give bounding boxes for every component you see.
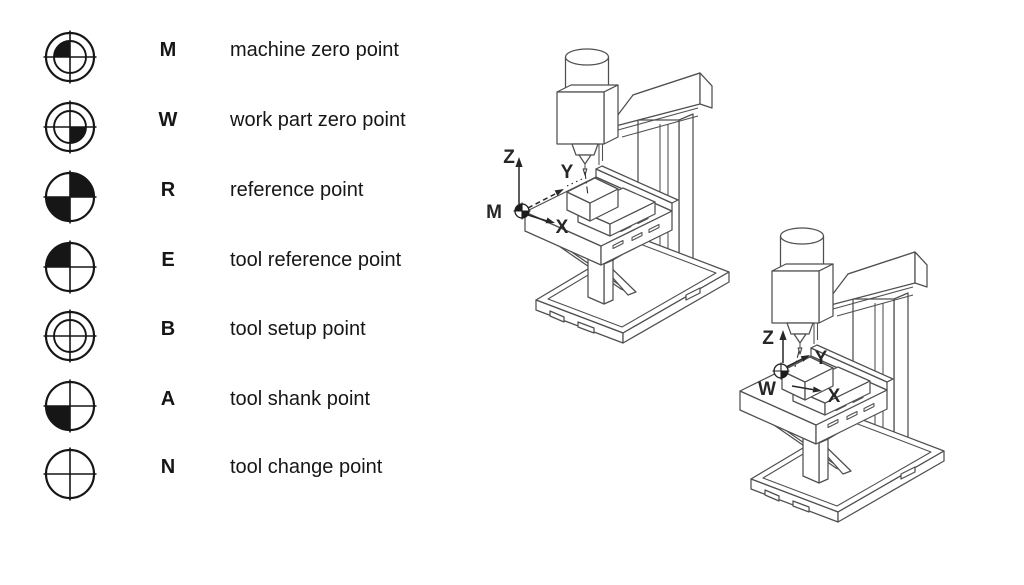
legend-row: E tool reference point	[0, 240, 440, 294]
legend-letter: E	[161, 248, 175, 271]
axis-y-label: Y	[815, 348, 828, 369]
legend-row: W work part zero point	[0, 100, 440, 154]
work-part-zero-symbol-icon	[43, 100, 97, 154]
legend-label: work part zero point	[230, 108, 406, 131]
origin-w-label: W	[758, 379, 776, 400]
machine-drawing	[739, 227, 945, 523]
legend-row: B tool setup point	[0, 309, 440, 363]
tool-setup-symbol-icon	[43, 309, 97, 363]
axis-z-label: Z	[503, 147, 515, 168]
x-arrowhead-icon	[812, 386, 822, 393]
legend-row: R reference point	[0, 170, 440, 224]
legend-row: M machine zero point	[0, 30, 440, 84]
legend-letter: B	[160, 317, 176, 340]
legend-letter: R	[160, 178, 176, 201]
legend-label: reference point	[230, 178, 364, 201]
legend-row: A tool shank point	[0, 379, 440, 433]
milling-machine-workpart-zero-diagram: Z Y X W	[739, 227, 945, 523]
legend-letter: A	[160, 387, 176, 410]
origin-m-label: M	[486, 202, 502, 223]
tool-reference-symbol-icon	[43, 240, 97, 294]
axis-z-label: Z	[762, 328, 774, 349]
axis-y-label: Y	[561, 162, 574, 183]
legend-label: tool change point	[230, 455, 383, 478]
y-arrowhead-icon	[800, 355, 810, 362]
legend-letter: M	[159, 38, 177, 61]
coordinate-axes-workpart-zero: Z Y X W	[758, 328, 841, 407]
legend-letter: W	[158, 108, 178, 131]
y-arrowhead-icon	[554, 189, 564, 196]
milling-machine-machine-zero-diagram: Z Y X M	[486, 48, 730, 344]
z-arrowhead-icon	[515, 157, 523, 167]
axis-x-label: X	[828, 386, 841, 407]
legend-letter: N	[160, 455, 176, 478]
axis-x-label: X	[556, 217, 569, 238]
reference-point-symbol-icon	[43, 170, 97, 224]
z-arrowhead-icon	[779, 330, 787, 340]
coordinate-axes-machine-zero: Z Y X M	[486, 147, 589, 238]
legend-label: tool reference point	[230, 248, 402, 271]
tool-change-symbol-icon	[43, 447, 97, 501]
workpart-zero-origin-icon	[772, 362, 790, 380]
machine-zero-symbol-icon	[43, 30, 97, 84]
legend-label: tool setup point	[230, 317, 366, 340]
machine-drawing	[524, 48, 730, 344]
tool-shank-symbol-icon	[43, 379, 97, 433]
legend-label: machine zero point	[230, 38, 399, 61]
legend-row: N tool change point	[0, 447, 440, 501]
machine-zero-origin-icon	[513, 202, 531, 220]
legend-label: tool shank point	[230, 387, 371, 410]
x-arrowhead-icon	[545, 217, 555, 224]
